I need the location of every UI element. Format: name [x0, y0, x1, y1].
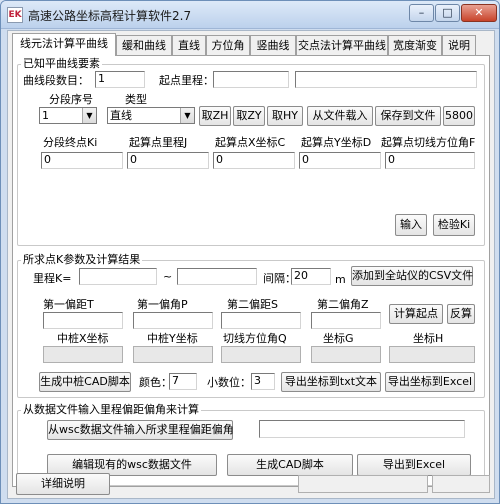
take-zh-button[interactable]: 取ZH [199, 106, 231, 126]
tab-jiaodian[interactable]: 交点法计算平曲线 [296, 35, 388, 55]
station-to-input[interactable] [177, 268, 257, 285]
type-label: 类型 [125, 93, 147, 106]
client-area: 线元法计算平曲线 缓和曲线 直线 方位角 竖曲线 交点法计算平曲线 宽度渐变 说… [7, 30, 495, 499]
coord-h-output [389, 346, 475, 363]
seq-label: 分段序号 [49, 93, 93, 106]
segment-end-input[interactable]: 0 [41, 152, 123, 169]
export-txt-button[interactable]: 导出坐标到txt文本 [281, 372, 381, 392]
angle1-label: 第一偏角P [137, 298, 188, 311]
wsc-group [17, 410, 485, 486]
interval-unit: m [335, 273, 346, 286]
start-x-label: 起算点X坐标C [215, 136, 286, 149]
take-hy-button[interactable]: 取HY [267, 106, 303, 126]
detail-button[interactable]: 详细说明 [16, 473, 110, 495]
offset2-label: 第二偏距S [227, 298, 278, 311]
start-station-j-label: 起算点里程J [129, 136, 188, 149]
angle2-label: 第二偏角Z [317, 298, 369, 311]
chevron-down-icon[interactable]: ▼ [82, 108, 96, 123]
color-input[interactable]: 7 [169, 373, 197, 390]
center-x-output [43, 346, 123, 363]
start-station-input[interactable] [213, 71, 289, 88]
reverse-calc-button[interactable]: 反算 [447, 304, 475, 324]
tangent-azimuth-label: 切线方位角Q [223, 332, 287, 345]
tab-huanhe[interactable]: 缓和曲线 [116, 35, 172, 55]
app-icon: EK [7, 7, 23, 23]
start-azimuth-label: 起算点切线方位角F [381, 136, 476, 149]
maximize-button[interactable]: □ [435, 4, 460, 22]
start-azimuth-input[interactable]: 0 [385, 152, 475, 169]
center-y-label: 中桩Y坐标 [147, 332, 198, 345]
add-csv-button[interactable]: 添加到全站仪的CSV文件 [351, 266, 473, 286]
interval-input[interactable]: 20 [291, 268, 331, 285]
offset2-input[interactable] [221, 312, 301, 329]
calc-start-button[interactable]: 计算起点 [389, 304, 443, 324]
center-y-output [133, 346, 213, 363]
decimal-label: 小数位： [207, 376, 251, 389]
result-group [17, 260, 485, 398]
seq-select[interactable]: 1 ▼ [39, 107, 97, 124]
tab-zhixian[interactable]: 直线 [172, 35, 206, 55]
center-cad-button[interactable]: 生成中桩CAD脚本 [39, 372, 131, 392]
tab-fangweijiao[interactable]: 方位角 [206, 35, 250, 55]
angle1-input[interactable] [133, 312, 213, 329]
input-button[interactable]: 输入 [395, 214, 427, 236]
tab-panel: 已知平曲线要素 曲线段数目： 1 起点里程： 分段序号 类型 1 ▼ 直线 ▼ … [12, 55, 490, 487]
angle2-input[interactable] [311, 312, 381, 329]
result-label: 所求点K参数及计算结果 [21, 253, 143, 266]
start-y-input[interactable]: 0 [299, 152, 381, 169]
tab-shuoming[interactable]: 说明 [442, 35, 476, 55]
tab-kuandu[interactable]: 宽度渐变 [388, 35, 442, 55]
interval-label: 间隔： [263, 272, 296, 285]
coord-g-output [311, 346, 381, 363]
start-station-extra-input[interactable] [295, 71, 477, 88]
start-x-input[interactable]: 0 [213, 152, 295, 169]
coord-h-label: 坐标H [413, 332, 444, 345]
status-field-b [432, 475, 490, 493]
wsc-excel-button[interactable]: 导出到Excel [357, 454, 471, 476]
start-station-j-input[interactable]: 0 [127, 152, 209, 169]
station-from-input[interactable] [79, 268, 157, 285]
tab-shuquxian[interactable]: 竖曲线 [250, 35, 296, 55]
curve-elements-group [17, 64, 485, 246]
tab-xianyuan[interactable]: 线元法计算平曲线 [12, 33, 116, 56]
decimal-input[interactable]: 3 [251, 373, 275, 390]
window-title: 高速公路坐标高程计算软件2.7 [28, 9, 192, 23]
save-file-button[interactable]: 保存到文件 [375, 106, 441, 126]
wsc-input-button[interactable]: 从wsc数据文件输入所求里程偏距偏角 [47, 420, 234, 440]
color-label: 颜色： [139, 376, 172, 389]
minimize-button[interactable]: – [409, 4, 434, 22]
curve-elements-label: 已知平曲线要素 [21, 57, 102, 70]
take-zy-button[interactable]: 取ZY [233, 106, 265, 126]
wsc-path-input[interactable] [259, 420, 465, 438]
seq-select-value: 1 [42, 109, 49, 122]
title-bar[interactable]: EK 高速公路坐标高程计算软件2.7 – □ ✕ [1, 1, 499, 29]
export-excel-button[interactable]: 导出坐标到Excel [385, 372, 475, 392]
load-file-button[interactable]: 从文件载入 [307, 106, 373, 126]
center-x-label: 中桩X坐标 [57, 332, 109, 345]
offset1-label: 第一偏距T [43, 298, 94, 311]
station-k-label: 里程K= [33, 272, 72, 285]
start-station-label: 起点里程： [159, 74, 214, 87]
c5800-button[interactable]: 5800 [443, 106, 475, 126]
wsc-label: 从数据文件输入里程偏距偏角来计算 [21, 403, 201, 416]
station-tilde: ~ [163, 270, 173, 283]
tangent-azimuth-output [221, 346, 301, 363]
type-select-value: 直线 [110, 109, 132, 122]
close-button[interactable]: ✕ [461, 4, 497, 22]
type-select[interactable]: 直线 ▼ [107, 107, 195, 124]
start-y-label: 起算点Y坐标D [301, 136, 372, 149]
wsc-cad-button[interactable]: 生成CAD脚本 [227, 454, 353, 476]
segment-count-label: 曲线段数目： [23, 74, 89, 87]
segment-count-input[interactable]: 1 [95, 71, 145, 88]
edit-wsc-button[interactable]: 编辑现有的wsc数据文件 [47, 454, 217, 476]
status-field-a [298, 475, 428, 493]
check-ki-button[interactable]: 检验Ki [433, 214, 475, 236]
coord-g-label: 坐标G [323, 332, 354, 345]
segment-end-label: 分段终点Ki [43, 136, 98, 149]
offset1-input[interactable] [43, 312, 123, 329]
chevron-down-icon[interactable]: ▼ [180, 108, 194, 123]
